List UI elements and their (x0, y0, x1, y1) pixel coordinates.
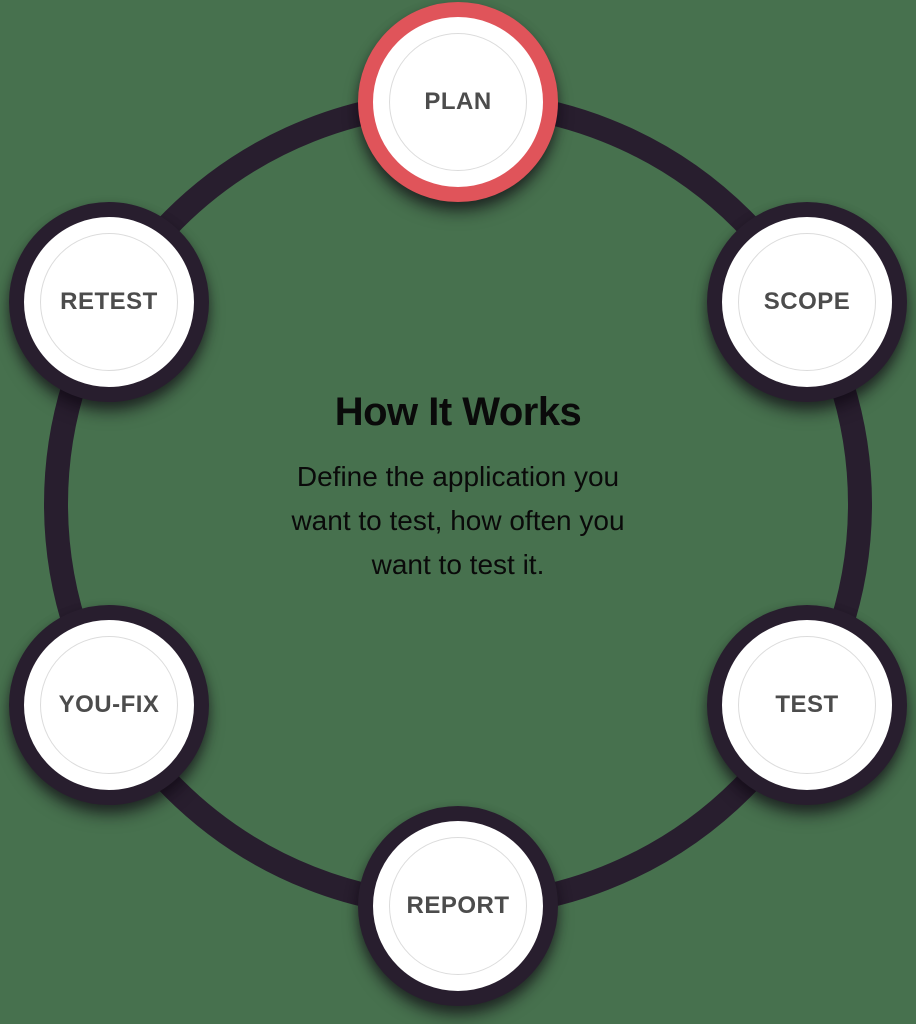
node-you-fix: YOU-FIX (9, 605, 209, 805)
node-report: REPORT (358, 806, 558, 1006)
description-line-2: want to test, how often you (291, 505, 625, 536)
center-text-block: How It Works Define the application you … (158, 390, 758, 587)
diagram-description: Define the application you want to test,… (158, 455, 758, 587)
node-you-fix-label: YOU-FIX (58, 691, 160, 718)
node-report-label: REPORT (406, 892, 510, 919)
node-test-label: TEST (775, 691, 839, 718)
node-scope-label: SCOPE (763, 288, 851, 315)
node-scope: SCOPE (707, 202, 907, 402)
node-plan: PLAN (358, 2, 558, 202)
node-test: TEST (707, 605, 907, 805)
node-retest: RETEST (9, 202, 209, 402)
node-retest-label: RETEST (60, 288, 158, 315)
description-line-1: Define the application you (296, 461, 620, 492)
description-line-3: want to test it. (371, 549, 545, 580)
node-plan-label: PLAN (424, 88, 492, 115)
diagram-title: How It Works (334, 390, 582, 434)
